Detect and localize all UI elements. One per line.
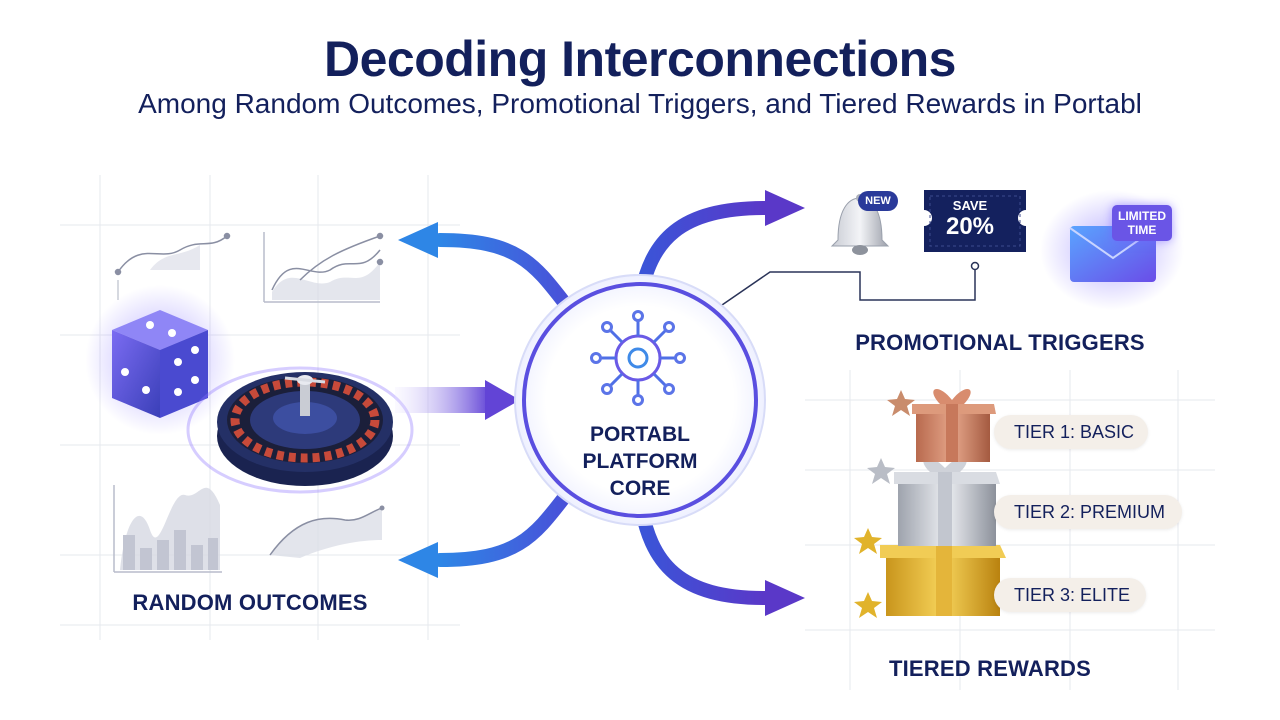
coupon-text: SAVE 20% xyxy=(930,198,1010,240)
coupon-top: SAVE xyxy=(952,198,988,213)
core-label-line2: PLATFORM xyxy=(582,450,698,473)
arrow-to-random-lower xyxy=(398,483,577,578)
core-label-line1: PORTABL xyxy=(590,423,690,446)
line-chart-icon xyxy=(263,232,384,303)
bar-chart-icon xyxy=(113,485,222,573)
limited-time-badge: LIMITED TIME xyxy=(1112,205,1172,241)
tier-3-pill[interactable]: TIER 3: ELITE xyxy=(994,578,1146,612)
coupon-value: 20% xyxy=(945,213,995,240)
tier-1-pill[interactable]: TIER 1: BASIC xyxy=(994,415,1148,449)
line-chart-icon xyxy=(114,232,231,300)
star-icon xyxy=(854,390,915,618)
coupon-ticket-icon xyxy=(924,190,1026,252)
limited-line1: LIMITED xyxy=(1118,209,1166,223)
limited-line2: TIME xyxy=(1127,223,1157,237)
page-subtitle: Among Random Outcomes, Promotional Trigg… xyxy=(138,88,1142,119)
arrow-to-random-upper xyxy=(398,222,577,317)
core-label-line3: CORE xyxy=(609,477,671,500)
promo-connector xyxy=(721,261,980,306)
tier-2-pill[interactable]: TIER 2: PREMIUM xyxy=(994,495,1182,529)
platform-core[interactable] xyxy=(514,274,766,526)
random-outcomes-label: RANDOM OUTCOMES xyxy=(132,590,368,615)
promotional-triggers-label: PROMOTIONAL TRIGGERS xyxy=(855,330,1145,355)
line-chart-icon xyxy=(269,505,385,558)
roulette-wheel-icon xyxy=(186,366,414,494)
gift-box-icon xyxy=(880,388,1006,616)
tiered-rewards-label: TIERED REWARDS xyxy=(888,656,1092,681)
core-label: PORTABL PLATFORM CORE xyxy=(545,421,735,502)
page-title: Decoding Interconnections xyxy=(323,31,957,87)
dice-icon xyxy=(85,285,235,435)
arrow-random-to-core xyxy=(395,380,520,420)
new-badge: NEW xyxy=(858,191,898,211)
network-hub-icon xyxy=(590,310,686,406)
